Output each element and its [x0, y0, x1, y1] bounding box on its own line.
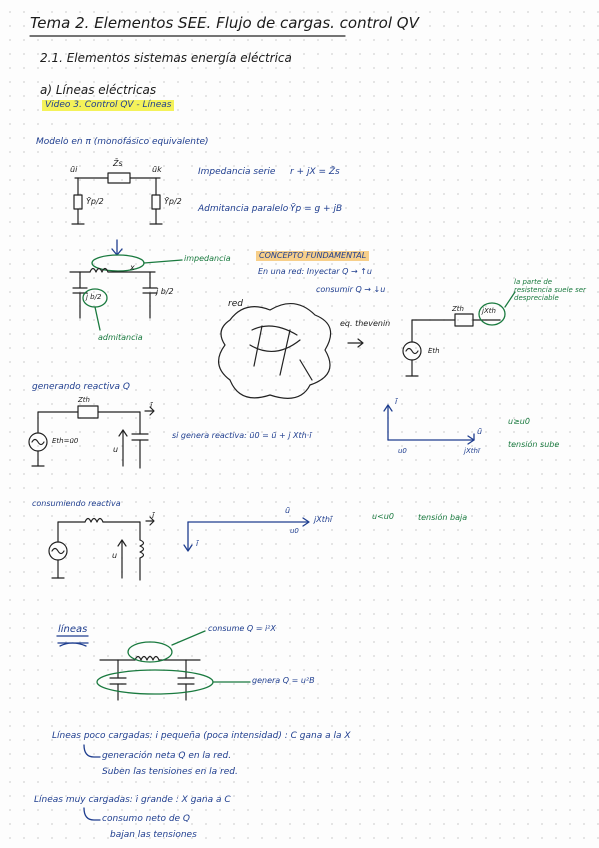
admittance-text: Admitancia paralelo — [198, 204, 289, 214]
gen-result: tensión sube — [508, 440, 560, 449]
admitancia-label: admitancia — [98, 333, 143, 342]
cons-i-label: ī — [152, 511, 155, 520]
line-model-figure — [69, 239, 183, 331]
red-label: red — [228, 299, 243, 309]
pi-y-right: Ȳp/2 — [164, 197, 182, 206]
subsection-heading: a) Líneas eléctricas — [40, 83, 157, 97]
high-load-detail-1: consumo neto de Q — [102, 814, 191, 824]
pi-y-left: Ȳp/2 — [86, 197, 104, 206]
gen-phasor-i: ī — [395, 397, 398, 406]
low-load-detail-2: Suben las tensiones en la red. — [102, 767, 238, 777]
cons-result: tensión baja — [418, 513, 468, 522]
jb-left-label: j b/2 — [86, 293, 102, 301]
impedance-text: Impedancia serie — [198, 167, 276, 177]
generating-circuit — [28, 405, 155, 469]
gen-phasor-jx: jXthī — [464, 447, 480, 455]
gen-formula: si genera reactiva: ū0 = ū + j Xth·ī — [172, 431, 312, 440]
thevenin-label: eq. thevenin — [340, 319, 391, 328]
cons-phasor-i: ī — [196, 539, 199, 548]
lines-generate-q: genera Q = u²B — [252, 676, 315, 685]
consuming-circuit — [48, 516, 155, 581]
lines-model-drawing — [57, 630, 251, 701]
gen-compare: u≥u0 — [508, 417, 530, 426]
high-load-note: Líneas muy cargadas: i grande : X gana a… — [34, 795, 231, 805]
generating-heading: generando reactiva Q — [32, 382, 131, 392]
impedance-formula: r + jX = Z̄s — [290, 167, 340, 177]
concept-heading: CONCEPTO FUNDAMENTAL — [256, 251, 370, 261]
jxth-label: jXth — [482, 307, 496, 315]
section-heading: 2.1. Elementos sistemas energía eléctric… — [40, 51, 292, 65]
lines-consume-q: consume Q = i²X — [208, 624, 276, 633]
concept-line-1: En una red: Inyectar Q → ↑u — [258, 267, 372, 276]
phasor-diagram-generating — [383, 404, 475, 445]
pi-in-voltage: ūi — [70, 165, 78, 174]
cons-compare: u<u0 — [372, 512, 394, 521]
x-label: x — [130, 263, 135, 272]
resistance-note: la parte de resistencia suele ser despre… — [514, 278, 586, 303]
zth-label: Zth — [452, 305, 464, 313]
note-arrow-1 — [83, 744, 101, 758]
note-arrow-2 — [83, 807, 101, 821]
jb-right-label: j b/2 — [156, 287, 174, 296]
pi-z-label: Z̄s — [113, 159, 123, 168]
page-title: Tema 2. Elementos SEE. Flujo de cargas. … — [30, 14, 419, 32]
cons-phasor-jx: jXthī — [314, 515, 333, 524]
network-sketch — [218, 303, 364, 399]
cons-u-label: u — [112, 551, 118, 560]
cons-phasor-u: ū — [285, 506, 291, 515]
impedancia-label: impedancia — [184, 254, 231, 263]
pi-out-voltage: ūk — [152, 165, 162, 174]
high-load-detail-2: bajan las tensiones — [110, 830, 197, 840]
admittance-formula: Ȳp = g + jB — [290, 204, 343, 214]
gen-eth-label: Eth=ū0 — [52, 437, 79, 445]
low-load-note: Líneas poco cargadas: i pequeña (poca in… — [52, 731, 351, 741]
pi-model-heading: Modelo en π (monofásico equivalente) — [36, 137, 209, 147]
eth-label: Eth — [428, 347, 440, 355]
consuming-heading: consumiendo reactiva — [32, 499, 121, 508]
concept-line-2: consumir Q → ↓u — [316, 285, 386, 294]
gen-phasor-u0: u0 — [398, 447, 407, 455]
pi-model-circuit — [71, 172, 163, 225]
video-note: Video 3. Control QV - Líneas — [42, 100, 175, 111]
gen-u-label: u — [113, 445, 119, 454]
gen-zth-label: Zth — [78, 396, 90, 404]
lines-heading: líneas — [58, 624, 88, 635]
gen-phasor-u: ū — [477, 427, 483, 436]
low-load-detail-1: generación neta Q en la red. — [102, 751, 232, 761]
gen-i-label: ī — [150, 401, 153, 410]
thevenin-circuit — [402, 291, 516, 377]
cons-phasor-u0: u0 — [290, 527, 299, 535]
phasor-diagram-consuming — [183, 517, 310, 552]
